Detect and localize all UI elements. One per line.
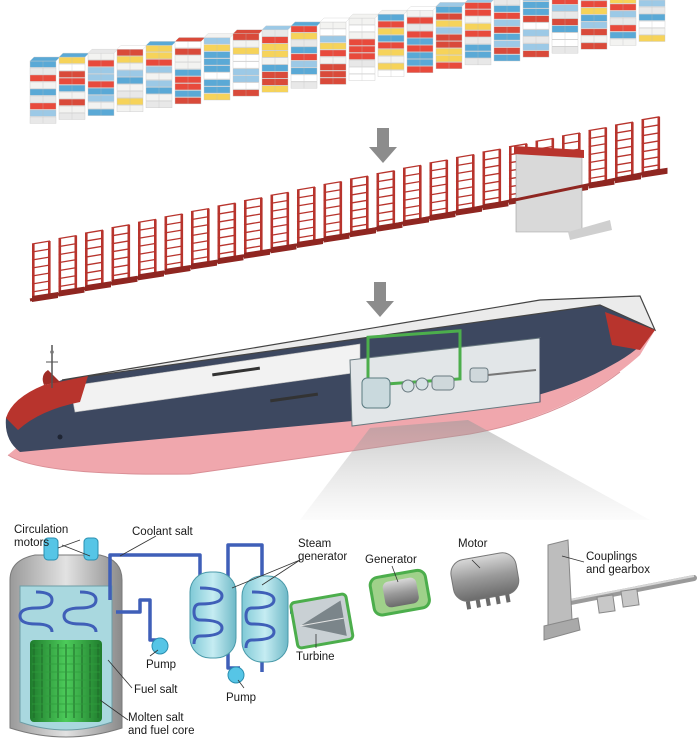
circulation-motor-icon xyxy=(43,537,59,561)
label-generator: Generator xyxy=(365,554,417,566)
steam-generator xyxy=(189,571,237,659)
label-circulation-motors: Circulation xyxy=(14,524,68,536)
label-fuel-salt: Fuel salt xyxy=(134,684,178,696)
ship-hull xyxy=(5,295,657,475)
cell-guide-frames xyxy=(29,116,668,302)
label-couplings-line2: and gearbox xyxy=(586,564,650,576)
frame xyxy=(641,116,668,178)
frame xyxy=(137,218,164,281)
motor xyxy=(450,552,520,610)
core-grid xyxy=(32,644,100,718)
reactor-vessel xyxy=(9,537,123,738)
frame xyxy=(217,202,244,265)
turbine xyxy=(289,592,355,650)
label-couplings: Couplings xyxy=(586,551,637,563)
steam-generator xyxy=(241,575,289,663)
circulation-motor-icon xyxy=(83,537,99,561)
label-steam-generator: Steam xyxy=(298,538,331,550)
pump-icon xyxy=(227,666,245,684)
frame xyxy=(31,240,58,302)
label-molten-salt-line2: and fuel core xyxy=(128,725,195,737)
label-molten-salt: Molten salt xyxy=(128,712,184,724)
label-coolant-salt: Coolant salt xyxy=(132,526,194,538)
label-circulation-motors-line2: motors xyxy=(14,537,49,549)
label-motor: Motor xyxy=(458,538,488,550)
frame xyxy=(111,224,138,286)
label-pump: Pump xyxy=(146,659,176,671)
generator xyxy=(368,568,431,617)
couplings-gearbox xyxy=(543,539,640,641)
frame xyxy=(270,191,297,254)
aft-superstructure-frame xyxy=(514,146,612,240)
label-pump: Pump xyxy=(226,692,256,704)
frame xyxy=(84,229,111,292)
zoom-beam xyxy=(300,420,650,520)
label-turbine: Turbine xyxy=(296,651,335,663)
label-steam-generator-line2: generator xyxy=(298,551,347,563)
frame xyxy=(190,207,217,270)
frame xyxy=(164,213,191,275)
propulsion-schematic: Circulation motors Coolant salt Steam ge… xyxy=(9,524,697,738)
pump-icon xyxy=(151,637,169,655)
down-arrow-icon xyxy=(366,282,394,317)
frame xyxy=(58,234,85,297)
down-arrow-icon xyxy=(369,128,397,163)
container-stack xyxy=(29,0,666,124)
frame xyxy=(243,197,270,259)
